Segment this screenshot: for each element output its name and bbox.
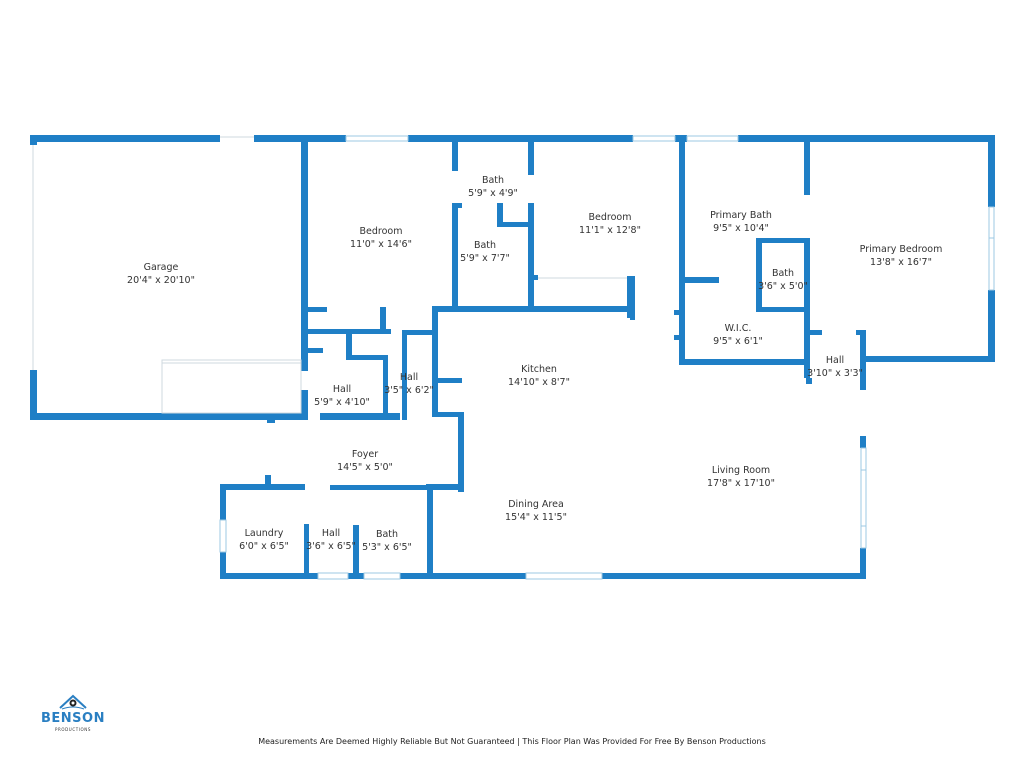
room-dimensions: 5'9" x 4'9" — [468, 188, 518, 199]
room-bath-4: Bath 5'3" x 6'5" — [362, 528, 412, 554]
room-name: Hall — [399, 372, 419, 383]
room-bath-3: Bath 3'6" x 5'0" — [758, 267, 808, 293]
room-name: Primary Bath — [710, 210, 772, 221]
room-dimensions: 5'9" x 7'7" — [460, 253, 510, 264]
room-name: Bath — [375, 529, 399, 540]
room-dimensions: 3'6" x 6'5" — [306, 541, 356, 552]
room-bath-1: Bath 5'9" x 4'9" — [468, 174, 518, 200]
room-dimensions: 13'8" x 16'7" — [870, 257, 932, 268]
room-primary-bedroom: Primary Bedroom 13'8" x 16'7" — [860, 243, 943, 269]
room-name: Bedroom — [588, 212, 632, 223]
room-dimensions: 14'10" x 8'7" — [508, 377, 570, 388]
room-hall-4: Hall 3'6" x 6'5" — [306, 527, 356, 553]
footer-disclaimer: Measurements Are Deemed Highly Reliable … — [258, 737, 766, 746]
room-name: Laundry — [244, 528, 284, 539]
room-bath-2: Bath 5'9" x 7'7" — [460, 239, 510, 265]
room-name: Bath — [771, 268, 795, 279]
room-name: Hall — [825, 355, 845, 366]
room-dimensions: 9'5" x 10'4" — [713, 223, 769, 234]
room-dimensions: 11'1" x 12'8" — [579, 225, 641, 236]
room-name: Garage — [143, 262, 179, 273]
room-hall-2: Hall 5'9" x 4'10" — [314, 383, 370, 409]
room-name: Hall — [332, 384, 352, 395]
room-dimensions: 5'3" x 6'5" — [362, 542, 412, 553]
thin-lines — [32, 136, 627, 414]
room-primary-bath: Primary Bath 9'5" x 10'4" — [710, 209, 772, 235]
room-dimensions: 20'4" x 20'10" — [127, 275, 195, 286]
room-name: Bath — [481, 175, 505, 186]
room-living-room: Living Room 17'8" x 17'10" — [707, 464, 775, 490]
windows — [219, 135, 995, 580]
room-bedroom-2: Bedroom 11'1" x 12'8" — [579, 211, 641, 237]
room-hall-1: Hall 3'10" x 3'3" — [807, 354, 863, 380]
room-dimensions: 5'9" x 4'10" — [314, 397, 370, 408]
room-laundry: Laundry 6'0" x 6'5" — [239, 527, 289, 553]
room-dimensions: 3'5" x 6'2" — [384, 385, 434, 396]
room-name: W.I.C. — [724, 323, 752, 334]
room-name: Primary Bedroom — [859, 244, 943, 255]
house-camera-icon — [59, 694, 87, 710]
room-wic: W.I.C. 9'5" x 6'1" — [713, 322, 763, 348]
room-dimensions: 3'10" x 3'3" — [807, 368, 863, 379]
room-hall-3: Hall 3'5" x 6'2" — [384, 371, 434, 397]
room-dimensions: 15'4" x 11'5" — [505, 512, 567, 523]
benson-logo: BENSON PRODUCTIONS — [38, 693, 108, 737]
room-garage: Garage 20'4" x 20'10" — [127, 261, 195, 287]
room-dining-area: Dining Area 15'4" x 11'5" — [505, 498, 567, 524]
logo-name: BENSON — [41, 711, 105, 726]
walls — [30, 135, 995, 579]
room-dimensions: 6'0" x 6'5" — [239, 541, 289, 552]
room-name: Bedroom — [359, 226, 403, 237]
room-name: Living Room — [711, 465, 771, 476]
room-name: Kitchen — [521, 364, 557, 375]
room-dimensions: 17'8" x 17'10" — [707, 478, 775, 489]
room-bedroom-1: Bedroom 11'0" x 14'6" — [350, 225, 412, 251]
room-dimensions: 11'0" x 14'6" — [350, 239, 412, 250]
room-kitchen: Kitchen 14'10" x 8'7" — [508, 363, 570, 389]
room-foyer: Foyer 14'5" x 5'0" — [337, 448, 393, 474]
room-name: Hall — [321, 528, 341, 539]
room-name: Dining Area — [508, 499, 564, 510]
room-name: Foyer — [351, 449, 379, 460]
logo-subtitle: PRODUCTIONS — [54, 727, 92, 732]
room-dimensions: 9'5" x 6'1" — [713, 336, 763, 347]
room-name: Bath — [473, 240, 497, 251]
room-dimensions: 3'6" x 5'0" — [758, 281, 808, 292]
room-dimensions: 14'5" x 5'0" — [337, 462, 393, 473]
